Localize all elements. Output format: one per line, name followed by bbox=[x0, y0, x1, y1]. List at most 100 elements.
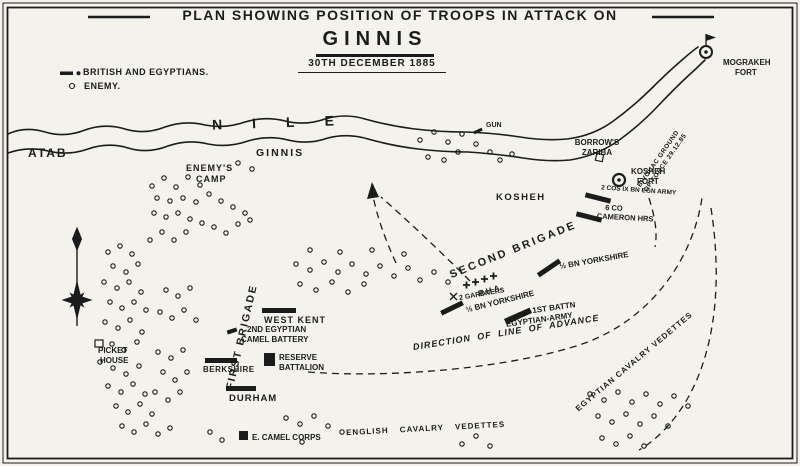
unit-bar-west-kent bbox=[262, 308, 296, 313]
enemy-dot bbox=[223, 230, 229, 236]
enemy-dot bbox=[441, 157, 447, 163]
unit-bar-yorkshire-upper bbox=[536, 258, 562, 278]
mograkeh-fort-icon bbox=[699, 34, 716, 59]
enemy-dot bbox=[155, 431, 161, 437]
advance-arrow-route bbox=[372, 195, 397, 264]
legend-british-label: BRITISH AND EGYPTIANS. bbox=[83, 67, 209, 77]
british-unit-markers bbox=[60, 71, 612, 440]
map-title: PLAN SHOWING POSITION OF TROOPS IN ATTAC… bbox=[182, 7, 618, 23]
label-picket-house: PICKET HOUSE bbox=[98, 346, 128, 365]
enemy-dot bbox=[135, 261, 141, 267]
enemy-dot bbox=[445, 279, 451, 285]
enemy-dot bbox=[168, 355, 174, 361]
enemy-dot bbox=[161, 175, 167, 181]
enemy-dot bbox=[283, 415, 289, 421]
enemy-dot bbox=[311, 413, 317, 419]
enemy-dot bbox=[149, 411, 155, 417]
enemy-dot bbox=[307, 247, 313, 253]
enemy-dot bbox=[497, 157, 503, 163]
fort-icons bbox=[94, 34, 716, 348]
enemy-dot bbox=[623, 411, 629, 417]
enemy-dot bbox=[177, 389, 183, 395]
enemy-dot bbox=[459, 441, 465, 447]
enemy-dot bbox=[425, 154, 431, 160]
rha-gun-crosses-icon bbox=[463, 272, 497, 289]
camel-battery-line1: 2ND EGYPTIAN bbox=[247, 325, 307, 334]
enemy-dot bbox=[349, 261, 355, 267]
enemy-dot bbox=[152, 389, 158, 395]
enemy-dot bbox=[665, 423, 671, 429]
enemy-dot bbox=[218, 198, 224, 204]
label-west-kent: WEST KENT bbox=[264, 315, 326, 325]
enemy-dot bbox=[369, 247, 375, 253]
enemy-dot bbox=[160, 369, 166, 375]
compass-diamond bbox=[71, 226, 83, 252]
enemy-dot bbox=[627, 433, 633, 439]
enemy-dot bbox=[130, 381, 136, 387]
camel-battery-line2: CAMEL BATTERY bbox=[241, 334, 309, 344]
enemy-dot bbox=[117, 243, 123, 249]
enemy-dot bbox=[163, 287, 169, 293]
enemy-dot bbox=[199, 220, 205, 226]
enemy-dot bbox=[149, 183, 155, 189]
label-ginnis-village: GINNIS bbox=[256, 147, 305, 159]
enemy-dot bbox=[587, 391, 593, 397]
dashed-routes bbox=[307, 195, 717, 451]
enemys-camp-line2: CAMP bbox=[196, 173, 227, 184]
enemy-dot bbox=[313, 287, 319, 293]
borrows-zariba-icon bbox=[594, 152, 605, 163]
enemy-dot bbox=[137, 401, 143, 407]
enemy-dot bbox=[487, 443, 493, 449]
enemy-dot bbox=[113, 403, 119, 409]
enemy-dot bbox=[169, 315, 175, 321]
enemy-dot bbox=[172, 377, 178, 383]
enemy-dot bbox=[299, 439, 305, 445]
unit-bar-camel-battery bbox=[226, 327, 238, 335]
label-borrows-zariba: BORROW'S ZARIBA bbox=[574, 138, 620, 157]
enemy-dot bbox=[391, 273, 397, 279]
enemy-dot bbox=[183, 229, 189, 235]
label-reserve-battalion: RESERVE BATTALION bbox=[279, 353, 324, 372]
enemy-dot bbox=[206, 191, 212, 197]
enemy-dot bbox=[119, 305, 125, 311]
enemy-dot bbox=[97, 359, 103, 365]
mograkeh-fort-line2: FORT bbox=[735, 67, 757, 77]
compass-star-diagonal bbox=[69, 292, 85, 308]
gardner-cross-icon bbox=[449, 292, 458, 301]
enemy-dot bbox=[187, 285, 193, 291]
enemy-dot bbox=[247, 217, 253, 223]
river-south-bank bbox=[7, 59, 706, 162]
enemy-dot bbox=[114, 285, 120, 291]
enemy-positions bbox=[97, 129, 691, 449]
label-mograkeh-fort: MOGRAKEH FORT bbox=[723, 58, 771, 77]
enemy-dot bbox=[235, 160, 241, 166]
enemy-dot bbox=[230, 204, 236, 210]
enemy-dot bbox=[175, 210, 181, 216]
enemy-dot bbox=[151, 210, 157, 216]
map-place-title: GINNIS bbox=[316, 27, 434, 57]
advance-arrowhead-icon bbox=[367, 182, 379, 199]
enemys-camp-line1: ENEMY'S bbox=[186, 163, 234, 173]
enemy-dot bbox=[123, 269, 129, 275]
kosheh-fort-line1: KOSHEH bbox=[631, 167, 666, 176]
enemy-dot bbox=[184, 369, 190, 375]
picket-house-line2: HOUSE bbox=[100, 355, 129, 365]
enemy-dot bbox=[155, 349, 161, 355]
enemy-dot bbox=[657, 401, 663, 407]
enemy-dot bbox=[107, 299, 113, 305]
egyptian-vedettes-route bbox=[638, 207, 717, 451]
enemy-dot bbox=[637, 421, 643, 427]
enemy-dot bbox=[641, 443, 647, 449]
enemy-dot bbox=[329, 279, 335, 285]
label-atab: ATAB bbox=[28, 146, 68, 160]
legend-british-mark bbox=[60, 71, 73, 75]
enemy-dot bbox=[601, 397, 607, 403]
enemy-dot bbox=[143, 307, 149, 313]
enemy-dot bbox=[615, 389, 621, 395]
enemy-dot bbox=[459, 131, 465, 137]
enemy-dot bbox=[119, 423, 125, 429]
enemy-dot bbox=[180, 347, 186, 353]
reserve-line2: BATTALION bbox=[279, 362, 325, 372]
enemy-dot bbox=[249, 166, 255, 172]
